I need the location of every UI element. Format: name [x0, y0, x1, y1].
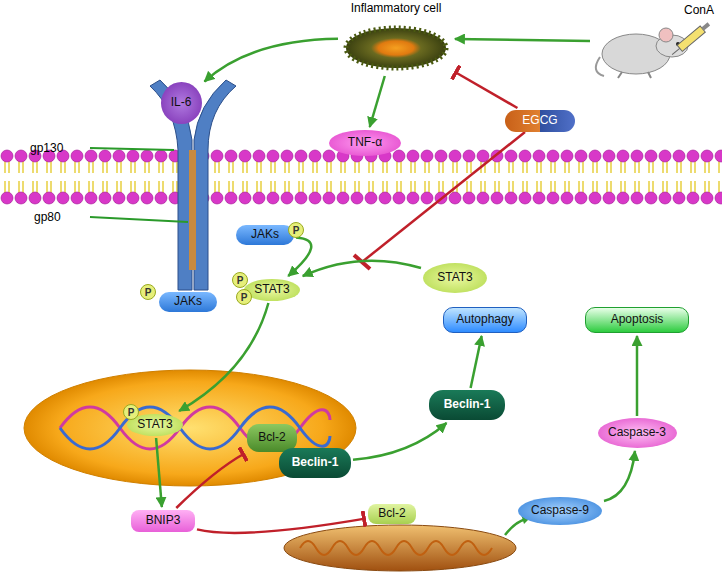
protein-ellipse: STAT3: [423, 263, 487, 293]
node-label: JAKs: [251, 228, 279, 241]
node-label: EGCG: [522, 114, 557, 127]
activation-arrow: [370, 76, 385, 127]
kinase-box: JAKs: [236, 225, 294, 245]
kinase-box: JAKs: [159, 292, 217, 312]
phosphate-badge: P: [288, 222, 304, 238]
node-label: ConA: [684, 4, 714, 17]
activation-arrow: [604, 451, 635, 501]
phosphate-badge: P: [232, 272, 248, 288]
node-label: STAT3: [437, 271, 473, 284]
node-label: IL-6: [171, 96, 192, 109]
node-label: Autophagy: [456, 313, 513, 326]
leader-line: [90, 148, 188, 222]
node-label: Beclin-1: [292, 456, 339, 469]
activation-arrow: [156, 438, 162, 507]
cell-shape: [340, 22, 452, 74]
receptor: [150, 80, 236, 290]
protein-box: Beclin-1: [279, 448, 351, 478]
activation-arrow: [505, 519, 526, 535]
inflammatory-cell: Inflammatory cell: [340, 2, 452, 74]
protein-box: Beclin-1: [429, 390, 505, 420]
caspase-ellipse: Caspase-9: [518, 497, 602, 525]
subunit-label: gp130: [30, 141, 63, 155]
protein-ellipse: STAT3: [244, 279, 300, 301]
node-label: JAKs: [174, 295, 202, 308]
activation-arrow: [179, 303, 268, 411]
subunit-label: gp80: [34, 210, 61, 224]
node-label: Beclin-1: [444, 398, 491, 411]
inhibition-connector: [176, 454, 244, 508]
node-label: Apoptosis: [611, 313, 664, 326]
caspase-ellipse: Caspase-3: [598, 418, 677, 448]
cytokine-ellipse: IL-6: [161, 82, 202, 124]
inhibition-connector: [455, 72, 517, 108]
node-label: Caspase-3: [608, 426, 666, 439]
node-label: Caspase-9: [531, 504, 589, 517]
activation-arrow: [205, 39, 339, 82]
mouse-illustration: ConA: [592, 2, 718, 82]
outcome-box: Apoptosis: [585, 307, 689, 333]
protein-box: BNIP3: [131, 510, 195, 532]
cell-membrane: [0, 149, 722, 205]
phosphate-badge: P: [140, 284, 156, 300]
phosphate-badge: P: [123, 404, 139, 420]
activation-arrow: [303, 261, 421, 276]
activation-arrow: [353, 423, 446, 460]
node-label: BNIP3: [146, 514, 181, 527]
activation-arrow: [455, 39, 590, 41]
activation-arrow: [636, 336, 639, 416]
nucleus: [24, 370, 356, 486]
activation-arrow: [471, 336, 482, 388]
node-label: STAT3: [254, 283, 290, 296]
inhibition-connector: [197, 519, 365, 533]
phosphate-badge: P: [236, 289, 252, 305]
node-label: Bcl-2: [258, 431, 285, 444]
drug-capsule: EGCG: [505, 110, 575, 132]
activation-arrow: [288, 237, 311, 276]
outcome-box: Autophagy: [443, 307, 527, 333]
node-label: TNF-α: [348, 136, 382, 149]
cytokine-ellipse: TNF-α: [329, 130, 401, 156]
mitochondrion: [284, 525, 516, 571]
protein-box: Bcl-2: [368, 504, 416, 524]
node-label: Bcl-2: [378, 507, 405, 520]
node-label: Inflammatory cell: [351, 2, 442, 15]
node-label: STAT3: [137, 418, 173, 431]
